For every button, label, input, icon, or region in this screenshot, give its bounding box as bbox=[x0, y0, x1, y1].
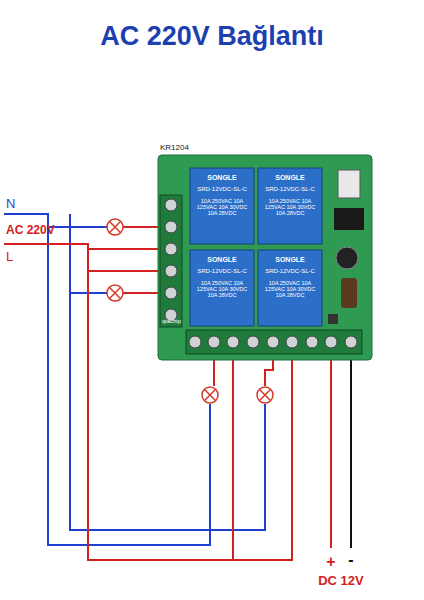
board-label: KR1204 bbox=[160, 144, 189, 153]
relay-model: SRD-12VDC-SL-C bbox=[265, 268, 315, 275]
screw-terminals bbox=[165, 199, 177, 321]
terminal-block bbox=[186, 330, 362, 354]
wire-label: L bbox=[6, 250, 13, 264]
antenna-coil bbox=[341, 278, 357, 308]
relay-rating: 10A 250VAC 10A 125VAC 10A 30VDC 10A 28VD… bbox=[194, 198, 250, 216]
wire-label: N bbox=[6, 197, 15, 211]
relay-model: SRD-12VDC-SL-C bbox=[197, 186, 247, 193]
title: AC 220V Bağlantı bbox=[100, 22, 324, 52]
screw-terminals bbox=[189, 336, 357, 348]
relay-brand: SONGLE bbox=[275, 174, 305, 182]
dc-plus-wire bbox=[330, 352, 332, 548]
live-wire bbox=[88, 248, 168, 250]
relay-brand: SONGLE bbox=[207, 174, 237, 182]
relay-rating: 10A 250VAC 10A 125VAC 10A 30VDC 10A 28VD… bbox=[194, 280, 250, 298]
relay-model: SRD-12VDC-SL-C bbox=[197, 268, 247, 275]
neutral-wire bbox=[48, 226, 107, 228]
voltage-label: AC 220V bbox=[6, 224, 55, 237]
voltage-label: DC 12V bbox=[318, 574, 364, 588]
terminal-block bbox=[160, 195, 182, 327]
relay-brand: SONGLE bbox=[275, 256, 305, 264]
relay-board bbox=[158, 155, 372, 360]
polarity-sign: + bbox=[326, 553, 335, 571]
relay-rating: 10A 250VAC 10A 125VAC 10A 30VDC 10A 28VD… bbox=[262, 198, 318, 216]
relay-brand: SONGLE bbox=[207, 256, 237, 264]
polarity-sign: - bbox=[348, 551, 353, 569]
live-wire bbox=[88, 270, 168, 272]
button bbox=[328, 314, 338, 324]
pin-header bbox=[338, 170, 360, 198]
lamp-symbol bbox=[107, 219, 273, 403]
relay-rating: 10A 250VAC 10A 125VAC 10A 30VDC 10A 28VD… bbox=[262, 280, 318, 298]
capacitor bbox=[336, 247, 358, 269]
relay bbox=[190, 168, 322, 326]
dc-minus-wire bbox=[350, 352, 352, 548]
relay-model: SRD-12VDC-SL-C bbox=[265, 186, 315, 193]
maker-label: qiachip bbox=[162, 318, 181, 325]
live-wire bbox=[233, 352, 292, 560]
ic-chip bbox=[334, 208, 364, 230]
